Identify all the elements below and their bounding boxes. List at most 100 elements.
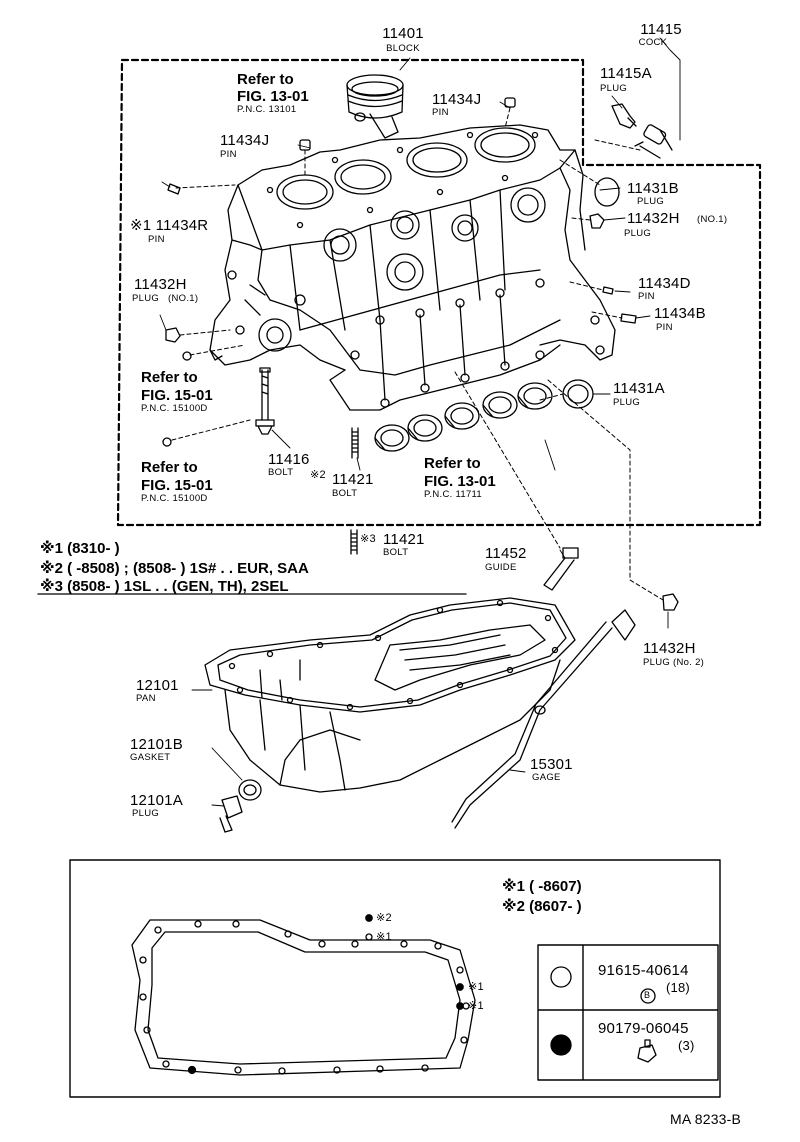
part-name-bolt-11421: BOLT	[332, 488, 358, 499]
part-number-11434b: 11434B	[654, 305, 706, 322]
part-number-11415: 11415	[640, 21, 682, 38]
part-number-11431a: 11431A	[613, 380, 665, 397]
bolt-90179-icon	[637, 1039, 657, 1063]
block-group-boundary	[116, 58, 762, 527]
part-name-gasket: GASKET	[130, 752, 171, 763]
ref-bearing-line2: FIG. 13-01	[424, 473, 496, 490]
part-name-cock: COCK	[638, 37, 668, 48]
piston-drawing	[346, 74, 404, 139]
inset-frame	[69, 859, 721, 1098]
part-name-pin-11434b: PIN	[656, 322, 673, 333]
main-bearings-drawing	[374, 382, 553, 452]
part-number-11421: 11421	[332, 471, 374, 488]
stud-11421-shape	[351, 427, 359, 459]
part-number-15301: 15301	[530, 756, 573, 773]
part-name-bolt-11421-b: BOLT	[383, 547, 409, 558]
part-name-pan: PAN	[136, 693, 156, 704]
guide-11452-drawing	[543, 547, 579, 591]
pin-11434j-top-shape	[504, 97, 516, 108]
part-name-plug-11432h-left: PLUG	[132, 293, 160, 304]
part-number-11431b: 11431B	[627, 180, 679, 197]
filled-circle-symbol	[550, 1034, 572, 1056]
note-no1-right: (NO.1)	[697, 214, 728, 225]
plug-11432h-left-shape	[165, 327, 181, 343]
ref-fig15a-line1: Refer to	[141, 369, 198, 386]
part-number-12101: 12101	[136, 677, 179, 694]
part-name-plug-11415a: PLUG	[600, 83, 628, 94]
ref-fig15a-line2: FIG. 15-01	[141, 387, 213, 404]
cock-drawing	[611, 103, 673, 159]
open-circle-symbol	[550, 966, 572, 988]
bolt-11416-drawing	[255, 367, 275, 435]
note-line-2: ※2 ( -8508) ; (8508- ) 1S# . . EUR, SAA	[40, 560, 309, 577]
plug-11432h-no2-shape	[662, 593, 679, 611]
part-name-plug-12101a: PLUG	[132, 808, 160, 819]
note-line-3: ※3 (8508- ) 1SL . . (GEN, TH), 2SEL	[40, 578, 289, 595]
part-name-plug-11431a: PLUG	[613, 397, 641, 408]
inset-mark-1-b: ※1	[468, 1000, 484, 1012]
ref-piston-line3: P.N.C. 13101	[237, 104, 297, 115]
washer-b-badge: B	[644, 990, 651, 1000]
part-name-gage: GAGE	[532, 772, 561, 783]
mark-2-bolt: ※2	[310, 469, 326, 481]
oil-pan-drawing	[204, 597, 576, 793]
part-number-11432h-no2: 11432H	[643, 640, 696, 657]
inset-mark-1-a: ※1	[468, 981, 484, 993]
part-number-11401: 11401	[382, 25, 424, 42]
part-name-guide: GUIDE	[485, 562, 517, 573]
part-number-11434r: ※1 11434R	[130, 217, 209, 234]
gasket-12101b-shape	[238, 779, 262, 801]
inset-gasket-drawing	[131, 914, 476, 1076]
part-number-12101b: 12101B	[130, 736, 183, 753]
washer-b-icon	[640, 988, 656, 1004]
plug-11432h-right-shape	[589, 213, 605, 229]
plug-11431b-shape	[594, 177, 620, 207]
part-name-plug-11431b: PLUG	[637, 196, 665, 207]
ref-fig15b-line2: FIG. 15-01	[141, 477, 213, 494]
engine-block-drawing	[209, 124, 616, 411]
legend-qty-1: (18)	[666, 980, 690, 995]
ref-bearing-line3: P.N.C. 11711	[424, 489, 482, 500]
inset-mark-1-top: ※1	[376, 931, 392, 943]
part-number-12101a: 12101A	[130, 792, 183, 809]
note-line-1: ※1 (8310- )	[40, 540, 120, 557]
ref-piston-line2: FIG. 13-01	[237, 88, 309, 105]
ref-bearing-line1: Refer to	[424, 455, 481, 472]
ref-fig15b-line1: Refer to	[141, 459, 198, 476]
part-number-11434d: 11434D	[638, 275, 691, 292]
inset-mark-2: ※2	[376, 912, 392, 924]
pin-11434b-shape	[620, 313, 637, 324]
part-name-block: BLOCK	[386, 43, 420, 54]
ref-piston-line1: Refer to	[237, 71, 294, 88]
pin-11434j-left-shape	[299, 139, 311, 151]
part-name-bolt-11416: BOLT	[268, 467, 294, 478]
legend-qty-2: (3)	[678, 1038, 695, 1053]
part-number-11432h-left: 11432H	[134, 276, 187, 293]
note-no1-left: (NO.1)	[168, 293, 199, 304]
legend-part-2: 90179-06045	[598, 1020, 689, 1037]
part-name-pin-11434d: PIN	[638, 291, 655, 302]
part-number-11452: 11452	[485, 545, 527, 562]
part-name-pin-left: PIN	[220, 149, 237, 160]
part-number-11434j-top: 11434J	[432, 91, 482, 108]
pin-11434d-shape	[602, 286, 614, 295]
part-name-pin-top: PIN	[432, 107, 449, 118]
stud-11421b-shape	[350, 529, 358, 555]
legend-table	[537, 944, 719, 1081]
mark-3-bolt: ※3	[360, 533, 376, 545]
part-number-11421-b: 11421	[383, 531, 425, 548]
part-number-11416: 11416	[268, 451, 310, 468]
inset-note-1: ※1 ( -8607)	[502, 878, 582, 895]
ref-fig15b-line3: P.N.C. 15100D	[141, 493, 208, 504]
plug-12101a-drawing	[219, 795, 243, 833]
part-number-11432h-right: 11432H	[627, 210, 680, 227]
gage-15301-drawing	[451, 609, 636, 829]
part-name-pin-11434r: PIN	[148, 234, 165, 245]
pin-11434r-shape	[167, 183, 181, 195]
part-number-11415a: 11415A	[600, 65, 652, 82]
part-number-11434j-left: 11434J	[220, 132, 270, 149]
inset-note-2: ※2 (8607- )	[502, 898, 582, 915]
part-name-plug-no2: PLUG (No. 2)	[643, 657, 705, 668]
part-name-plug-11432h-right: PLUG	[624, 228, 652, 239]
